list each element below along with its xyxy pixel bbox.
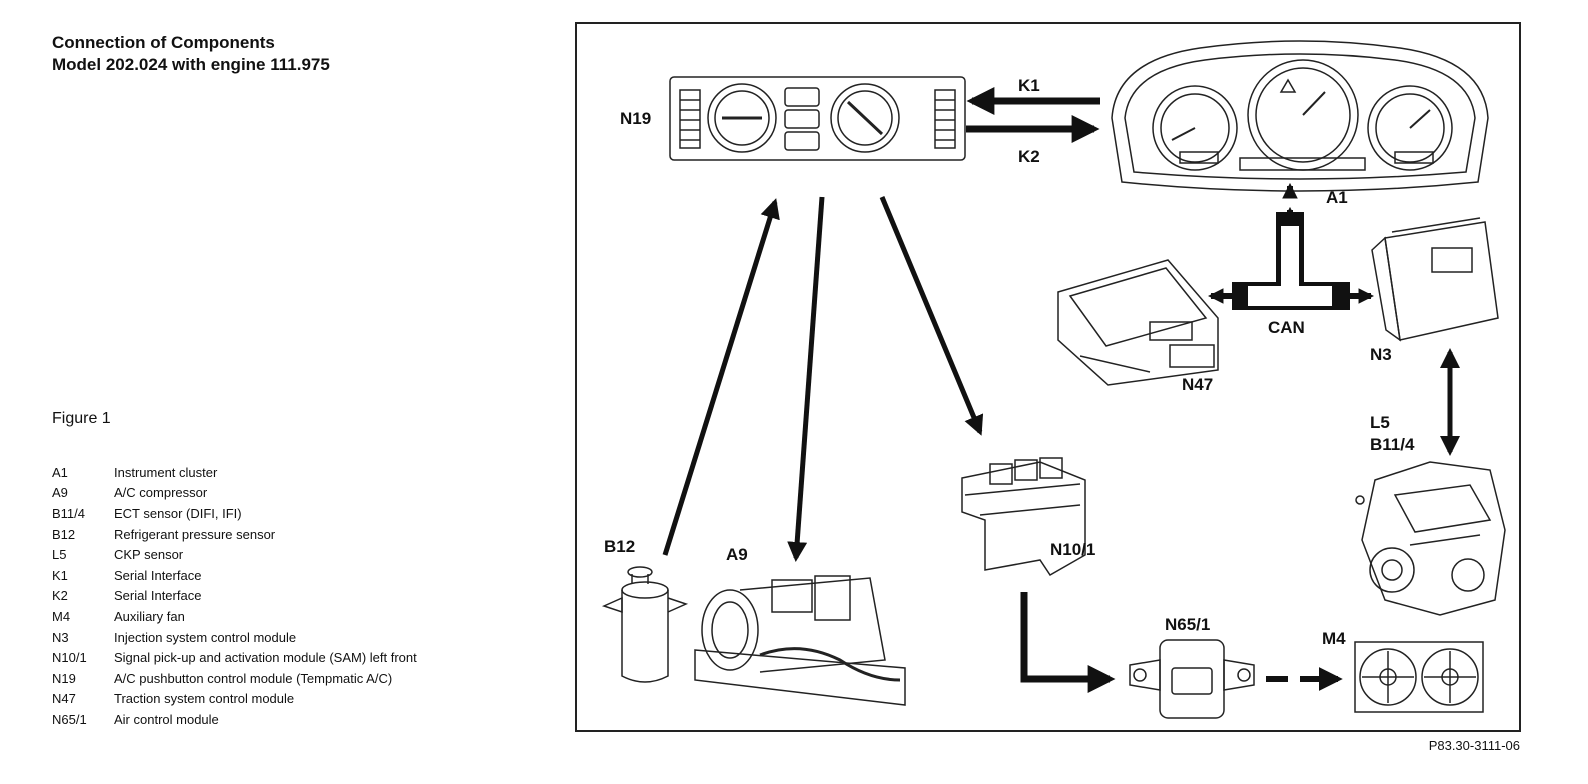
legend-code: N19 bbox=[52, 670, 76, 686]
legend-code: L5 bbox=[52, 547, 67, 563]
legend-code: B11/4 bbox=[52, 505, 86, 521]
legend-desc: A/C compressor bbox=[114, 485, 208, 501]
legend-row: N3 Injection system control module bbox=[52, 627, 417, 648]
label-m4: M4 bbox=[1322, 629, 1346, 648]
legend-code: K2 bbox=[52, 588, 68, 604]
can-bus bbox=[1207, 182, 1375, 310]
legend-desc: Signal pick-up and activation module (SA… bbox=[114, 650, 417, 666]
legend-code: K1 bbox=[52, 567, 68, 583]
n19-control-panel bbox=[669, 76, 966, 161]
n19-to-a9-arrow bbox=[787, 196, 825, 562]
n10-1-sam-module bbox=[961, 457, 1086, 576]
legend-row: K2 Serial Interface bbox=[52, 586, 417, 607]
legend-desc: A/C pushbutton control module (Tempmatic… bbox=[114, 670, 393, 686]
legend: A1 Instrument cluster A9 A/C compressor B1… bbox=[52, 462, 417, 730]
legend-desc: Traction system control module bbox=[114, 691, 295, 707]
legend-code: N10/1 bbox=[52, 650, 87, 666]
legend-row: L5 CKP sensor bbox=[52, 544, 417, 565]
label-n65-1: N65/1 bbox=[1165, 615, 1210, 634]
legend-desc: ECT sensor (DIFI, IFI) bbox=[114, 505, 242, 521]
legend-code: A9 bbox=[52, 485, 68, 501]
legend-code: M4 bbox=[52, 608, 71, 624]
m4-auxiliary-fan bbox=[1354, 641, 1484, 713]
legend-desc: Serial Interface bbox=[114, 567, 202, 583]
label-n19: N19 bbox=[620, 109, 651, 128]
n10-1-to-n65-1-arrow bbox=[1020, 592, 1116, 693]
label-k2: K2 bbox=[1018, 147, 1040, 166]
n65-1-air-control-module bbox=[1129, 639, 1255, 719]
legend-row: M4 Auxiliary fan bbox=[52, 606, 417, 627]
label-b11-4: B11/4 bbox=[1370, 435, 1415, 454]
label-n47: N47 bbox=[1182, 375, 1213, 394]
figure-reference: P83.30-3111-06 bbox=[1428, 738, 1520, 753]
legend-row: N47 Traction system control module bbox=[52, 689, 417, 710]
legend-desc: Refrigerant pressure sensor bbox=[114, 526, 276, 542]
legend-code: A1 bbox=[52, 464, 68, 480]
engine bbox=[1355, 461, 1506, 616]
legend-desc: CKP sensor bbox=[114, 547, 184, 563]
figure-label: Figure 1 bbox=[52, 410, 111, 427]
title-line-2: Model 202.024 with engine 111.975 bbox=[52, 55, 330, 74]
label-b12: B12 bbox=[604, 537, 635, 556]
label-n3: N3 bbox=[1370, 345, 1392, 364]
legend-desc: Serial Interface bbox=[114, 588, 202, 604]
legend-desc: Auxiliary fan bbox=[114, 608, 185, 624]
legend-row: B12 Refrigerant pressure sensor bbox=[52, 524, 417, 545]
legend-row: N65/1 Air control module bbox=[52, 709, 417, 730]
legend-code: N65/1 bbox=[52, 711, 87, 727]
label-k1: K1 bbox=[1018, 76, 1040, 95]
legend-desc: Air control module bbox=[114, 711, 219, 727]
page-title: Connection of Components Model 202.024 w… bbox=[52, 32, 330, 76]
b12-pressure-sensor bbox=[601, 566, 689, 683]
b12-to-n19-arrow bbox=[662, 198, 780, 556]
diagram-frame bbox=[575, 22, 1521, 732]
label-n10-1: N10/1 bbox=[1050, 540, 1095, 559]
label-a9: A9 bbox=[726, 545, 748, 564]
legend-row: A1 Instrument cluster bbox=[52, 462, 417, 483]
legend-row: K1 Serial Interface bbox=[52, 565, 417, 586]
label-can: CAN bbox=[1268, 318, 1305, 337]
legend-row: N19 A/C pushbutton control module (Tempma… bbox=[52, 668, 417, 689]
legend-code: N3 bbox=[52, 629, 69, 645]
legend-code: N47 bbox=[52, 691, 76, 707]
legend-desc: Injection system control module bbox=[114, 629, 297, 645]
n3-control-module bbox=[1371, 217, 1499, 342]
legend-row: A9 A/C compressor bbox=[52, 483, 417, 504]
legend-row: N10/1 Signal pick-up and activation modul… bbox=[52, 647, 417, 668]
n47-control-module bbox=[1057, 259, 1219, 386]
n19-to-n10-1-arrow bbox=[879, 196, 984, 436]
a1-instrument-cluster bbox=[1111, 40, 1489, 192]
a9-ac-compressor bbox=[694, 575, 906, 706]
label-l5: L5 bbox=[1370, 413, 1390, 432]
legend-desc: Instrument cluster bbox=[114, 464, 218, 480]
legend-code: B12 bbox=[52, 526, 76, 542]
label-a1: A1 bbox=[1326, 188, 1348, 207]
title-line-1: Connection of Components bbox=[52, 33, 275, 52]
legend-row: B11/4 ECT sensor (DIFI, IFI) bbox=[52, 503, 417, 524]
